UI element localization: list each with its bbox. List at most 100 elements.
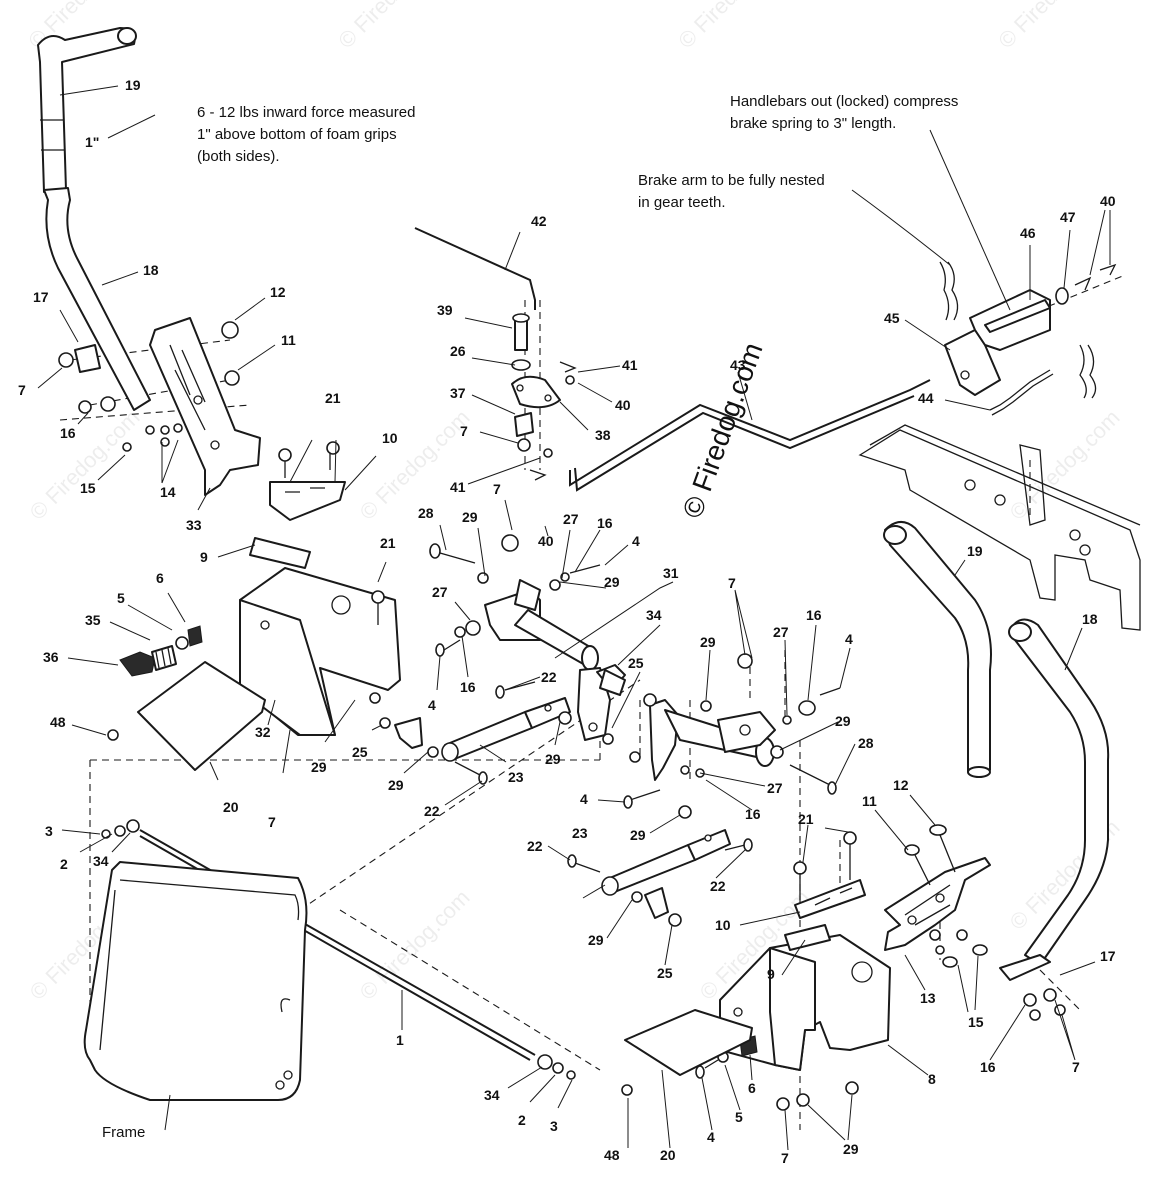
grip-measure-mark: 1" xyxy=(85,134,99,150)
callout: 25 xyxy=(657,965,673,981)
callout: 41 xyxy=(622,357,638,373)
right-handlebar-19 xyxy=(883,521,992,778)
callout: 3 xyxy=(45,823,53,839)
callout: 15 xyxy=(968,1014,984,1030)
watermark-faint: © Firedog.com xyxy=(25,405,145,525)
callout: 7 xyxy=(1072,1059,1080,1075)
rear-frame xyxy=(858,424,1141,631)
callout: 22 xyxy=(527,838,543,854)
bracket-13 xyxy=(884,824,991,968)
callout: 18 xyxy=(1082,611,1098,627)
callout: 48 xyxy=(50,714,66,730)
callout: 23 xyxy=(508,769,524,785)
brake-spring-note-line2: brake spring to 3" length. xyxy=(730,115,896,132)
callout: 16 xyxy=(60,425,76,441)
callout: 28 xyxy=(418,505,434,521)
housing-8 xyxy=(695,924,891,1111)
callout: 16 xyxy=(597,515,613,531)
callout: 12 xyxy=(270,284,286,300)
callout: 4 xyxy=(845,631,853,647)
damper-23-lower xyxy=(567,789,753,927)
callout: 22 xyxy=(541,669,557,685)
plate-10-lower xyxy=(793,831,866,919)
callout: 29 xyxy=(835,713,851,729)
callout: 13 xyxy=(920,990,936,1006)
callout: 5 xyxy=(117,590,125,606)
callout: 10 xyxy=(382,430,398,446)
callout: 1 xyxy=(396,1032,404,1048)
callout: 27 xyxy=(767,780,783,796)
left-handlebar xyxy=(37,27,151,411)
callout: 20 xyxy=(660,1147,676,1163)
callout: 42 xyxy=(531,213,547,229)
force-note-line3: (both sides). xyxy=(197,148,280,165)
center-top-hardware xyxy=(511,313,577,481)
callout: 40 xyxy=(1100,193,1116,209)
callout: 16 xyxy=(745,806,761,822)
callout: 28 xyxy=(858,735,874,751)
callout: 29 xyxy=(630,827,646,843)
callout: 17 xyxy=(33,289,49,305)
callout: 15 xyxy=(80,480,96,496)
callout: 40 xyxy=(615,397,631,413)
callout: 20 xyxy=(223,799,239,815)
callout: 29 xyxy=(545,751,561,767)
force-note-line2: 1" above bottom of foam grips xyxy=(197,126,397,143)
brake-arm-note-line2: in gear teeth. xyxy=(638,194,726,211)
callout: 16 xyxy=(980,1059,996,1075)
callout: 27 xyxy=(563,511,579,527)
damper-23-upper xyxy=(441,681,572,785)
callout: 29 xyxy=(311,759,327,775)
callout: 9 xyxy=(767,966,775,982)
left-hardware xyxy=(58,321,240,452)
callout: 19 xyxy=(967,543,983,559)
callout: 7 xyxy=(18,382,26,398)
callout: 11 xyxy=(862,793,877,809)
callout: 6 xyxy=(748,1080,756,1096)
callout: 10 xyxy=(715,917,731,933)
rod-43 xyxy=(569,379,931,492)
callout: 31 xyxy=(663,565,679,581)
callout: 38 xyxy=(595,427,611,443)
callout: 44 xyxy=(918,390,934,406)
callout: 34 xyxy=(646,607,662,623)
callout: 16 xyxy=(806,607,822,623)
callout: 4 xyxy=(707,1129,715,1145)
callout: 41 xyxy=(450,479,466,495)
callout: 29 xyxy=(462,509,478,525)
frame-label: Frame xyxy=(102,1124,145,1141)
callout: 34 xyxy=(93,853,109,869)
callout: 27 xyxy=(773,624,789,640)
callout-numbers: 19 18 17 12 11 7 16 15 14 33 21 10 9 21 … xyxy=(18,77,1116,1166)
callout: 40 xyxy=(538,533,554,549)
callout: 25 xyxy=(352,744,368,760)
knob-assembly xyxy=(119,625,203,677)
callout: 45 xyxy=(884,310,900,326)
callout: 21 xyxy=(380,535,396,551)
callout: 22 xyxy=(710,878,726,894)
callout: 29 xyxy=(388,777,404,793)
callout: 47 xyxy=(1060,209,1076,225)
leader-lines xyxy=(37,85,1111,1151)
callout: 34 xyxy=(484,1087,500,1103)
callout: 4 xyxy=(580,791,588,807)
callout: 4 xyxy=(428,697,436,713)
callout: 12 xyxy=(893,777,909,793)
callout: 2 xyxy=(518,1112,526,1128)
callout: 27 xyxy=(432,584,448,600)
callout: 39 xyxy=(437,302,453,318)
callout: 29 xyxy=(588,932,604,948)
callout: 26 xyxy=(450,343,466,359)
watermark-grid: © Firedog.com © Firedog.com © Firedog.co… xyxy=(23,0,1124,1005)
watermark-faint: © Firedog.com xyxy=(993,0,1113,53)
callout: 43 xyxy=(730,357,746,373)
frame xyxy=(83,861,308,1101)
cover-20 xyxy=(107,661,266,771)
callout: 7 xyxy=(268,814,276,830)
callout: 17 xyxy=(1100,948,1116,964)
bracket-33 xyxy=(149,317,261,496)
brake-assembly xyxy=(939,261,1117,416)
center-hardware xyxy=(429,543,626,745)
callout: 3 xyxy=(550,1118,558,1134)
